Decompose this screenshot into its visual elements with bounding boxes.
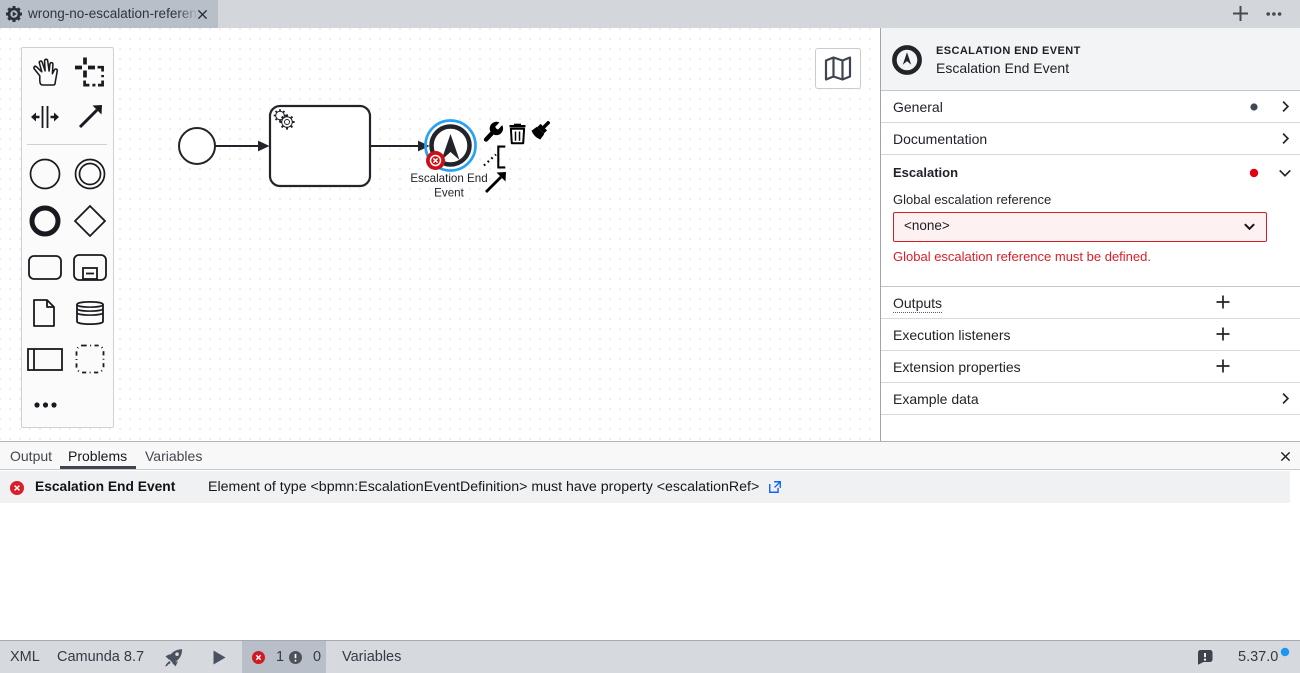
svg-text:Event: Event <box>434 187 464 200</box>
svg-text:Escalation End: Escalation End <box>410 172 487 185</box>
